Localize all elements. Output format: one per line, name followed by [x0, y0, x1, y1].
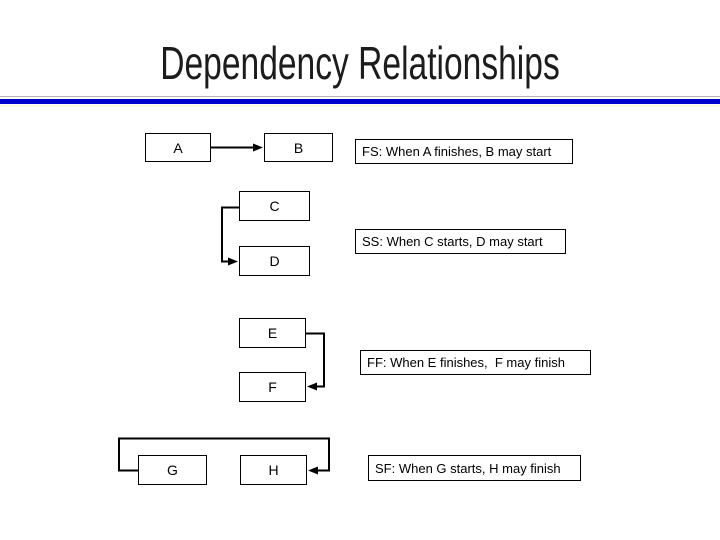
- title-divider-cream-line: [0, 105, 720, 107]
- arrowhead-into-f: [307, 382, 317, 391]
- legend-sf-text: SF: When G starts, H may finish: [375, 460, 561, 476]
- task-node-f-label: F: [268, 379, 277, 395]
- title-divider-gray-line: [0, 96, 720, 97]
- legend-fs-text: FS: When A finishes, B may start: [362, 144, 552, 159]
- legend-ff-box: FF: When E finishes, F may finish: [360, 350, 591, 375]
- task-node-e: E: [239, 318, 306, 348]
- task-node-a-label: A: [173, 139, 183, 156]
- task-node-d-label: D: [269, 253, 280, 269]
- connector-ff-e-to-f: [306, 332, 325, 391]
- task-node-g: G: [138, 455, 207, 485]
- arrowhead-into-d: [228, 257, 238, 266]
- connector-ss-c-to-d: [221, 206, 239, 266]
- task-node-b-label: B: [293, 139, 304, 156]
- task-node-c: C: [239, 191, 310, 221]
- task-node-c-label: C: [269, 198, 280, 214]
- task-node-h: H: [240, 455, 307, 485]
- legend-fs-box: FS: When A finishes, B may start: [355, 139, 573, 164]
- connector-fs-a-to-b: [211, 143, 263, 152]
- task-node-d: D: [239, 246, 310, 276]
- legend-sf-box: SF: When G starts, H may finish: [368, 455, 581, 481]
- task-node-e-label: E: [267, 325, 278, 341]
- legend-ff-text: FF: When E finishes, F may finish: [367, 355, 565, 370]
- legend-ss-text: SS: When C starts, D may start: [362, 234, 543, 249]
- arrowhead-into-h: [308, 466, 318, 475]
- arrowhead-into-b: [253, 143, 263, 152]
- slide-title: Dependency Relationships: [160, 37, 560, 89]
- title-divider-blue-line: [0, 99, 720, 104]
- task-node-f: F: [239, 372, 306, 402]
- task-node-a: A: [145, 133, 211, 162]
- task-node-h-label: H: [268, 462, 279, 478]
- task-node-g-label: G: [167, 462, 178, 478]
- legend-ss-box: SS: When C starts, D may start: [355, 229, 566, 254]
- task-node-b: B: [264, 133, 333, 162]
